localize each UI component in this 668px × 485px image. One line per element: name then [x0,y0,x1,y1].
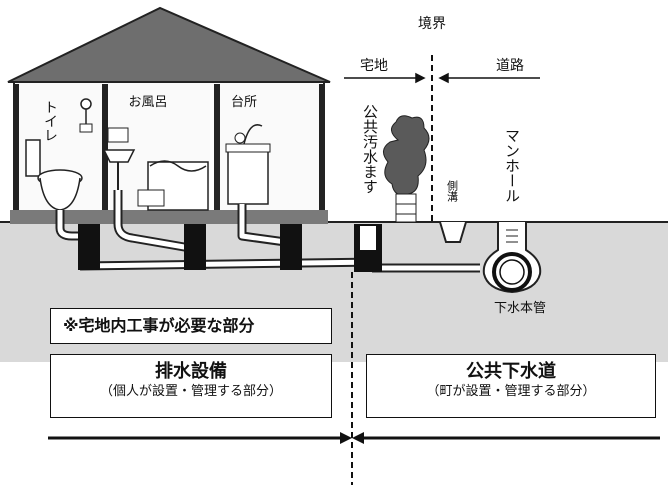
drainage-facility-title: 排水設備 [155,361,227,382]
manhole-label: マンホール [503,128,521,203]
tree-icon [383,115,430,223]
kitchen-label: 台所 [231,95,257,110]
sink-icon [102,127,136,190]
side-gutter-label: 側溝 [446,180,459,203]
boundary-label: 境界 [418,16,446,32]
bath-label: お風呂 [128,95,167,110]
note-box: ※宅地内工事が必要な部分 [50,308,332,344]
toilet-label: トイレ [42,100,58,142]
public-sewer-title: 公共下水道 [466,361,556,382]
drainage-facility-box: 排水設備 （個人が設置・管理する部分） [50,354,332,418]
left-arrowhead [340,432,352,444]
public-basin-label: 公共汚水ます [361,104,379,194]
public-basin [354,224,382,272]
private-basins [78,224,302,270]
main-pipe-label: 下水本管 [494,301,546,316]
flower-icon [79,98,93,133]
drainage-facility-subtitle: （個人が設置・管理する部分） [99,384,282,399]
right-arrowhead [352,432,364,444]
private-land-label: 宅地 [360,58,388,74]
side-gutter-icon [439,221,467,243]
public-sewer-box: 公共下水道 （町が設置・管理する部分） [366,354,656,418]
kitchen-sink-icon [225,124,271,205]
road-label: 道路 [496,58,524,74]
toilet-icon [25,139,83,211]
boundary-arrows [344,72,540,84]
public-sewer-subtitle: （町が設置・管理する部分） [426,384,596,399]
manhole-icon [482,222,542,294]
bathtub-icon [137,160,209,211]
